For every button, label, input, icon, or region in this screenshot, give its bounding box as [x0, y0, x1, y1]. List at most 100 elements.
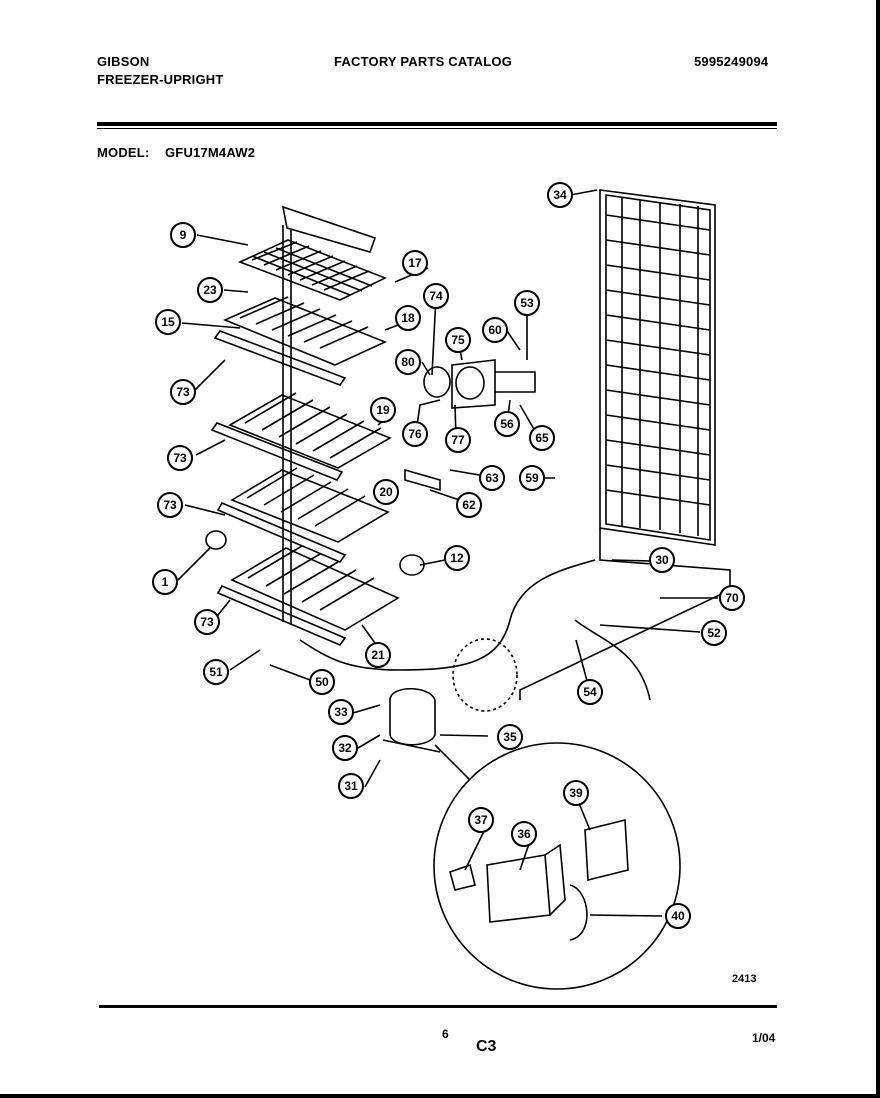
callout-54: 54 — [577, 679, 603, 705]
catalog-title: FACTORY PARTS CATALOG — [334, 54, 513, 69]
condenser-coil — [599, 189, 716, 546]
callout-53: 53 — [514, 290, 540, 316]
svg-text:65: 65 — [535, 431, 549, 445]
svg-text:60: 60 — [488, 323, 502, 337]
svg-text:9: 9 — [180, 228, 187, 242]
callout-37: 37 — [468, 807, 494, 833]
svg-text:23: 23 — [203, 283, 217, 297]
svg-text:36: 36 — [517, 827, 531, 841]
callout-63: 63 — [479, 465, 505, 491]
callout-73-c: 73 — [157, 492, 183, 518]
svg-text:39: 39 — [569, 786, 583, 800]
callout-34: 34 — [547, 182, 573, 208]
section-label: C3 — [476, 1038, 497, 1055]
callout-15: 15 — [155, 309, 181, 335]
svg-text:31: 31 — [344, 779, 358, 793]
svg-text:20: 20 — [379, 485, 393, 499]
header-rule-thick — [97, 122, 777, 126]
shelf-trim — [281, 205, 377, 253]
callout-73-b: 73 — [167, 445, 193, 471]
svg-text:35: 35 — [503, 730, 517, 744]
callout-17: 17 — [402, 250, 428, 276]
svg-text:37: 37 — [474, 813, 488, 827]
shelf-1 — [237, 239, 387, 301]
svg-text:32: 32 — [338, 741, 352, 755]
svg-text:75: 75 — [451, 333, 465, 347]
relay — [486, 854, 551, 923]
clip — [449, 863, 476, 891]
shelf-3 — [210, 392, 392, 481]
callout-19: 19 — [370, 397, 396, 423]
svg-text:18: 18 — [401, 311, 415, 325]
svg-text:52: 52 — [707, 626, 721, 640]
callout-51: 51 — [203, 659, 229, 685]
svg-text:15: 15 — [161, 315, 175, 329]
svg-text:19: 19 — [376, 403, 390, 417]
callout-18: 18 — [395, 305, 421, 331]
callout-52: 52 — [701, 620, 727, 646]
overload — [584, 818, 629, 882]
callout-50: 50 — [309, 669, 335, 695]
callout-62: 62 — [456, 492, 482, 518]
svg-text:50: 50 — [315, 675, 329, 689]
svg-text:53: 53 — [520, 296, 534, 310]
fan-motor-bracket — [451, 359, 496, 409]
callout-60: 60 — [482, 317, 508, 343]
shelf-4 — [216, 467, 390, 563]
shelf-2 — [213, 296, 388, 386]
model-label: MODEL: — [97, 145, 150, 160]
svg-text:77: 77 — [451, 433, 465, 447]
catalog-number: 5995249094 — [694, 54, 769, 69]
callout-30: 30 — [649, 547, 675, 573]
callout-32: 32 — [332, 735, 358, 761]
callout-65: 65 — [529, 425, 555, 451]
thermostat — [205, 530, 227, 550]
callout-31: 31 — [338, 773, 364, 799]
svg-text:12: 12 — [450, 551, 464, 565]
brand-name: GIBSON — [97, 54, 150, 69]
callout-75: 75 — [445, 327, 471, 353]
callout-23: 23 — [197, 277, 223, 303]
footer-rule — [99, 1005, 777, 1008]
callout-20: 20 — [373, 479, 399, 505]
page-number: 6 — [442, 1027, 449, 1041]
callout-77: 77 — [445, 427, 471, 453]
callout-12: 12 — [444, 545, 470, 571]
svg-text:21: 21 — [371, 648, 385, 662]
callout-35: 35 — [497, 724, 523, 750]
svg-text:30: 30 — [655, 553, 669, 567]
svg-text:33: 33 — [334, 705, 348, 719]
shelf-5 — [216, 545, 400, 646]
svg-text:17: 17 — [408, 256, 422, 270]
callout-70: 70 — [719, 585, 745, 611]
svg-text:51: 51 — [209, 665, 223, 679]
svg-text:73: 73 — [173, 451, 187, 465]
svg-text:76: 76 — [408, 427, 422, 441]
product-type: FREEZER-UPRIGHT — [97, 72, 224, 87]
svg-text:34: 34 — [553, 188, 567, 202]
callout-76: 76 — [402, 421, 428, 447]
svg-text:80: 80 — [401, 355, 415, 369]
svg-text:73: 73 — [200, 615, 214, 629]
svg-text:73: 73 — [163, 498, 177, 512]
drawing-number: 2413 — [732, 973, 757, 985]
svg-text:54: 54 — [583, 685, 597, 699]
callout-21: 21 — [365, 642, 391, 668]
fan-blade — [423, 366, 451, 398]
svg-text:62: 62 — [462, 498, 476, 512]
svg-text:59: 59 — [525, 471, 539, 485]
svg-text:1: 1 — [162, 575, 169, 589]
callout-36: 36 — [511, 821, 537, 847]
svg-text:40: 40 — [671, 909, 685, 923]
callout-73-a: 73 — [170, 379, 196, 405]
callout-59: 59 — [519, 465, 545, 491]
callout-1: 1 — [152, 569, 178, 595]
detail-inset — [433, 742, 681, 990]
svg-text:63: 63 — [485, 471, 499, 485]
callout-73-d: 73 — [194, 609, 220, 635]
model-number: GFU17M4AW2 — [165, 145, 256, 160]
callout-40: 40 — [665, 903, 691, 929]
callout-56: 56 — [494, 411, 520, 437]
